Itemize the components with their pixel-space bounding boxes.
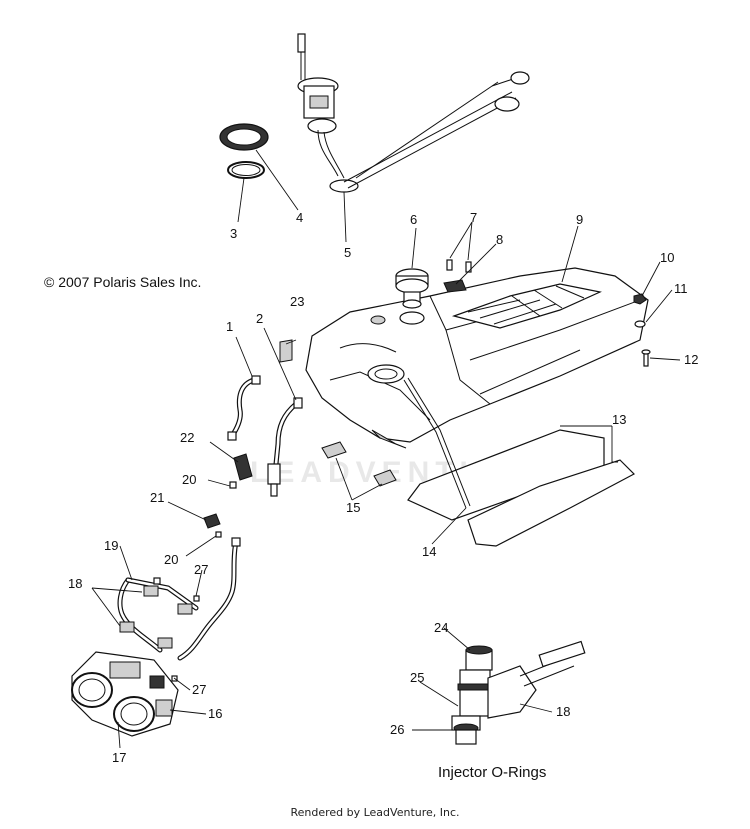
callout-27a: 27 [194, 562, 208, 577]
callout-19: 19 [104, 538, 118, 553]
callout-8: 8 [496, 232, 503, 247]
fuel-pump-assembly [297, 33, 530, 193]
callout-26: 26 [390, 722, 404, 737]
callout-15: 15 [346, 500, 360, 515]
fuel-tank [305, 267, 649, 449]
callout-21: 21 [150, 490, 164, 505]
fuel-filter [267, 397, 303, 497]
callout-25: 25 [410, 670, 424, 685]
fuel-sender-vent [443, 259, 472, 293]
callout-11: 11 [674, 281, 688, 296]
fuel-pump-seal [227, 161, 265, 179]
callout-13: 13 [612, 412, 626, 427]
callout-7: 7 [470, 210, 477, 225]
vent-line [403, 379, 467, 509]
callout-20b: 20 [164, 552, 178, 567]
leader-lines [91, 149, 681, 749]
throttle-body [71, 651, 179, 737]
tank-pad [407, 429, 635, 547]
callout-18b: 18 [556, 704, 570, 719]
callout-14: 14 [422, 544, 436, 559]
callout-labels: 1 2 3 4 5 6 7 8 9 10 11 12 13 14 15 16 1… [68, 210, 698, 765]
injector-detail [451, 640, 586, 745]
callout-3: 3 [230, 226, 237, 241]
fuel-cap [395, 268, 429, 309]
callout-17: 17 [112, 750, 126, 765]
callout-18a: 18 [68, 576, 82, 591]
grommet-pad [279, 339, 293, 363]
callout-10: 10 [660, 250, 674, 265]
callout-20a: 20 [182, 472, 196, 487]
callout-4: 4 [296, 210, 303, 225]
bracket [229, 453, 253, 489]
injector-caption: Injector O-Rings [438, 764, 547, 781]
callout-1: 1 [226, 319, 233, 334]
callout-16: 16 [208, 706, 222, 721]
small-pads [321, 441, 397, 487]
callout-12: 12 [684, 352, 698, 367]
hose-clamp [203, 513, 222, 538]
callout-2: 2 [256, 311, 263, 326]
fuel-rail [117, 537, 241, 661]
callout-24: 24 [434, 620, 448, 635]
copyright-notice: © 2007 Polaris Sales Inc. [44, 274, 202, 290]
callout-27b: 27 [192, 682, 206, 697]
render-credit: Rendered by LeadVenture, Inc. [290, 806, 460, 819]
callout-23: 23 [290, 294, 304, 309]
callout-5: 5 [344, 245, 351, 260]
callout-9: 9 [576, 212, 583, 227]
fuel-hose [227, 375, 261, 441]
fasteners [633, 293, 651, 367]
callout-6: 6 [410, 212, 417, 227]
fuel-pump-lock-ring [219, 123, 269, 151]
callout-22: 22 [180, 430, 194, 445]
